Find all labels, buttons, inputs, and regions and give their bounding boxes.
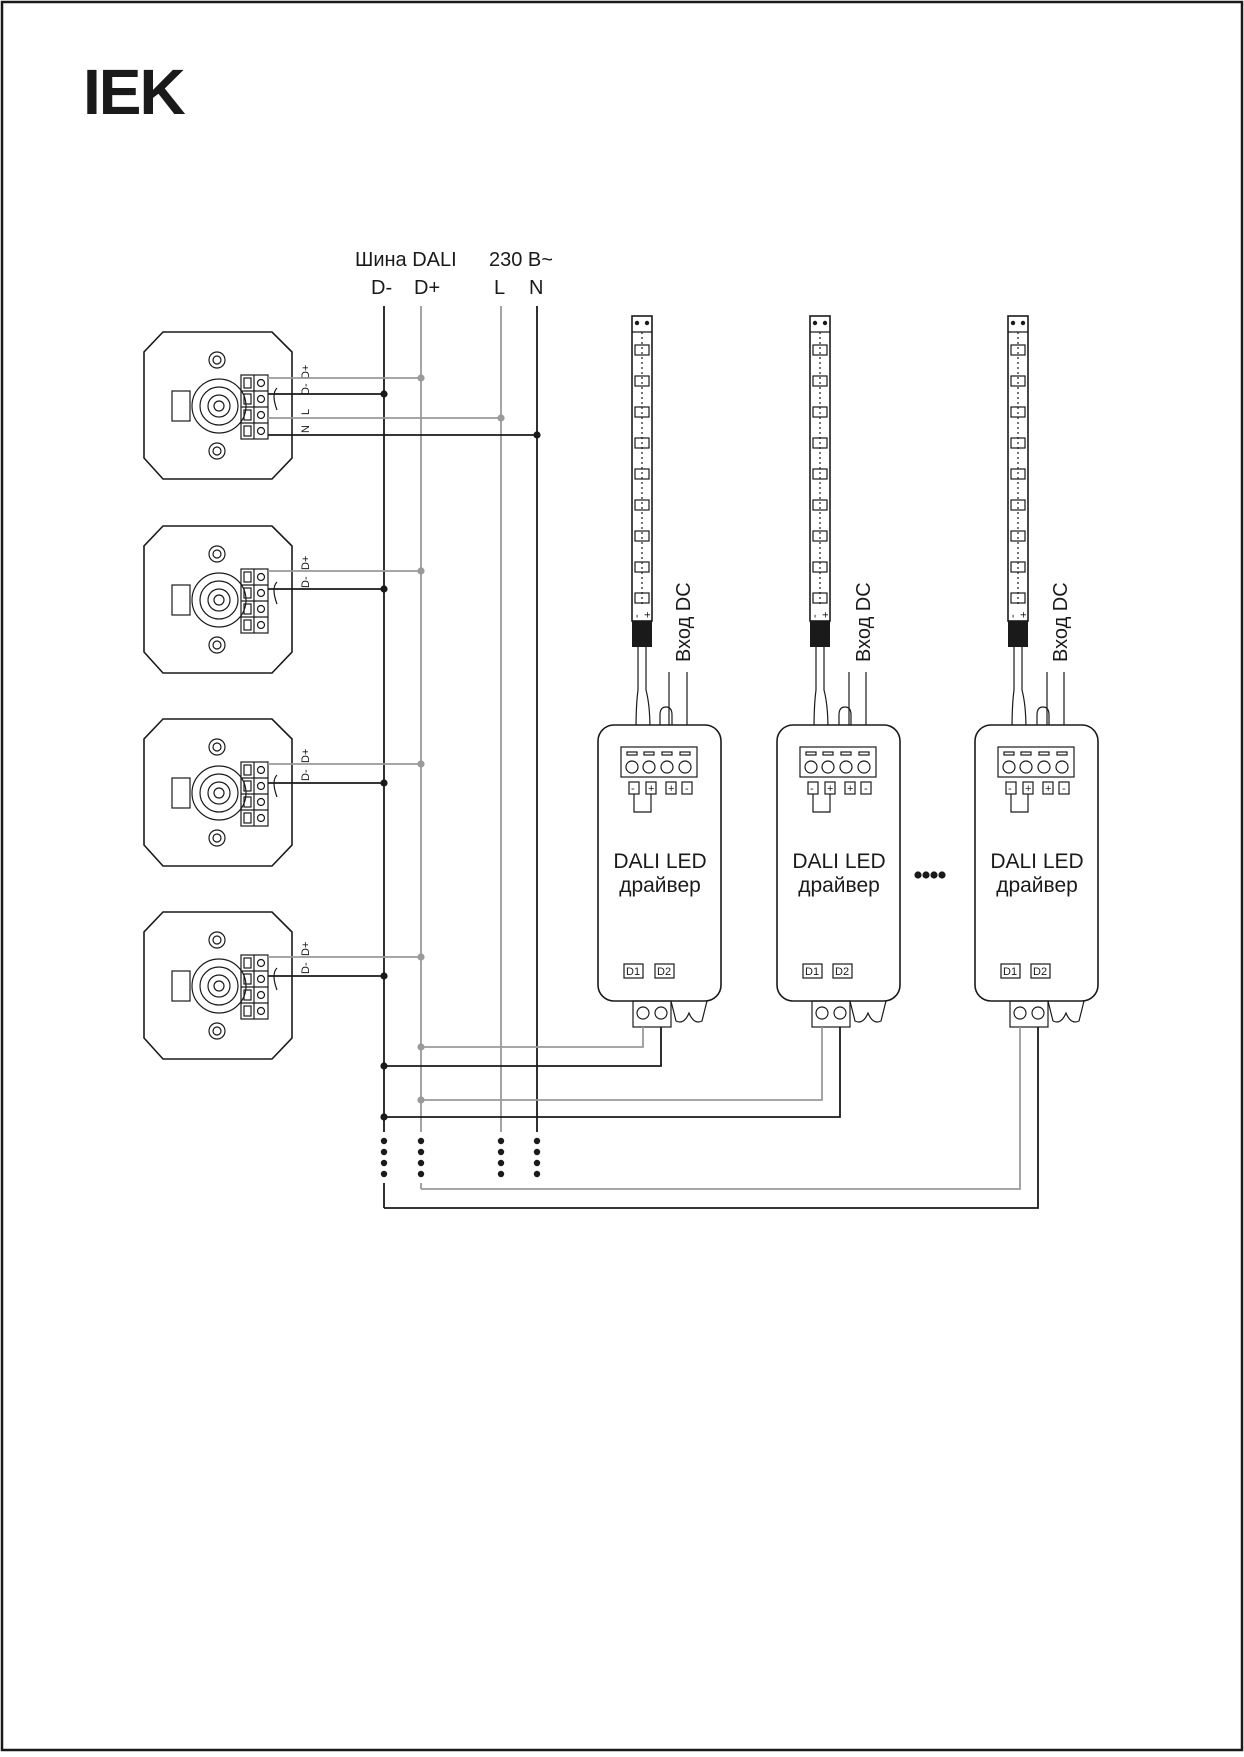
strip-3-minus: -: [1007, 614, 1019, 618]
driver-1-title-line1: DALI LED: [613, 850, 706, 873]
bus-label-d-plus: D+: [414, 277, 440, 299]
dali-switch-1: D+ D- L N: [143, 331, 312, 480]
switch-4-term-d-minus: D-: [300, 962, 312, 974]
power-title: 230 В~: [489, 249, 553, 271]
bus-label-n: N: [529, 277, 543, 299]
driver-3-d1: D1: [1003, 966, 1017, 978]
driver-2-d1: D1: [805, 966, 819, 978]
strip-3-plus: +: [1018, 612, 1030, 618]
driver-2-title-line2: драйвер: [798, 874, 880, 897]
driver-2-in-minus: -: [864, 783, 868, 795]
switch-1-term-d-minus: D-: [300, 383, 312, 395]
switch-1-term-l: L: [300, 409, 312, 415]
iek-logo-text: IEK: [83, 56, 185, 128]
driver-2-d2: D2: [835, 966, 849, 978]
led-strip-1: - +: [631, 315, 654, 647]
driver-3-title-line2: драйвер: [996, 874, 1078, 897]
driver-1-out-plus: +: [648, 783, 654, 795]
more-drivers-ellipsis: [914, 871, 946, 879]
driver-2-title-line1: DALI LED: [792, 850, 885, 873]
driver-1-d1: D1: [626, 966, 640, 978]
driver-3-out-plus: +: [1025, 783, 1031, 795]
switch-2-term-d-minus: D-: [300, 576, 312, 588]
driver-3-out-minus: -: [1008, 783, 1012, 795]
driver-3-dc-input-label: Вход DC: [1050, 582, 1072, 662]
switch-3-term-d-plus: D+: [300, 749, 312, 763]
strip-1-minus: -: [631, 614, 643, 618]
strip-2-plus: +: [820, 612, 832, 618]
driver-2-out-plus: +: [827, 783, 833, 795]
driver-2-in-plus: +: [847, 783, 853, 795]
driver-3-in-minus: -: [1062, 783, 1066, 795]
driver-2-dc-input-label: Вход DC: [853, 582, 875, 662]
dali-led-driver-2: - + + - DALI LED драйвер D1 D2: [776, 706, 901, 1028]
driver-1-title-line2: драйвер: [619, 874, 701, 897]
led-strip-3: - +: [1007, 315, 1030, 647]
switch-3-term-d-minus: D-: [300, 769, 312, 781]
bus-label-l: L: [494, 277, 505, 299]
strip-1-plus: +: [642, 612, 654, 618]
driver-2-out-minus: -: [810, 783, 814, 795]
dali-switch-2: D+ D-: [143, 525, 312, 674]
switch-1-term-n: N: [300, 425, 312, 433]
driver-3-title-line1: DALI LED: [990, 850, 1083, 873]
driver-1-in-minus: -: [685, 783, 689, 795]
driver-1-out-minus: -: [631, 783, 635, 795]
switch-1-term-d-plus: D+: [300, 365, 312, 379]
driver-3-d2: D2: [1033, 966, 1047, 978]
bus-continuation-dots: [380, 1137, 541, 1178]
dali-led-driver-1: - + + - DALI LED драйвер D1 D2: [597, 706, 722, 1028]
bus-label-d-minus: D-: [371, 277, 392, 299]
switch-4-term-d-plus: D+: [300, 942, 312, 956]
dali-bus-title: Шина DALI: [355, 249, 457, 271]
led-strip-2: - +: [809, 315, 832, 647]
iek-logo: IEK: [83, 56, 187, 128]
dali-switch-3: D+ D-: [143, 718, 312, 867]
driver-1-d2: D2: [657, 966, 671, 978]
switch-2-term-d-plus: D+: [300, 556, 312, 570]
driver-1-in-plus: +: [668, 783, 674, 795]
dali-switch-4: D+ D-: [143, 911, 312, 1060]
strip-2-minus: -: [809, 614, 821, 618]
dali-led-driver-3: - + + - DALI LED драйвер D1 D2: [974, 706, 1099, 1028]
driver-3-in-plus: +: [1045, 783, 1051, 795]
driver-1-dc-input-label: Вход DC: [673, 582, 695, 662]
